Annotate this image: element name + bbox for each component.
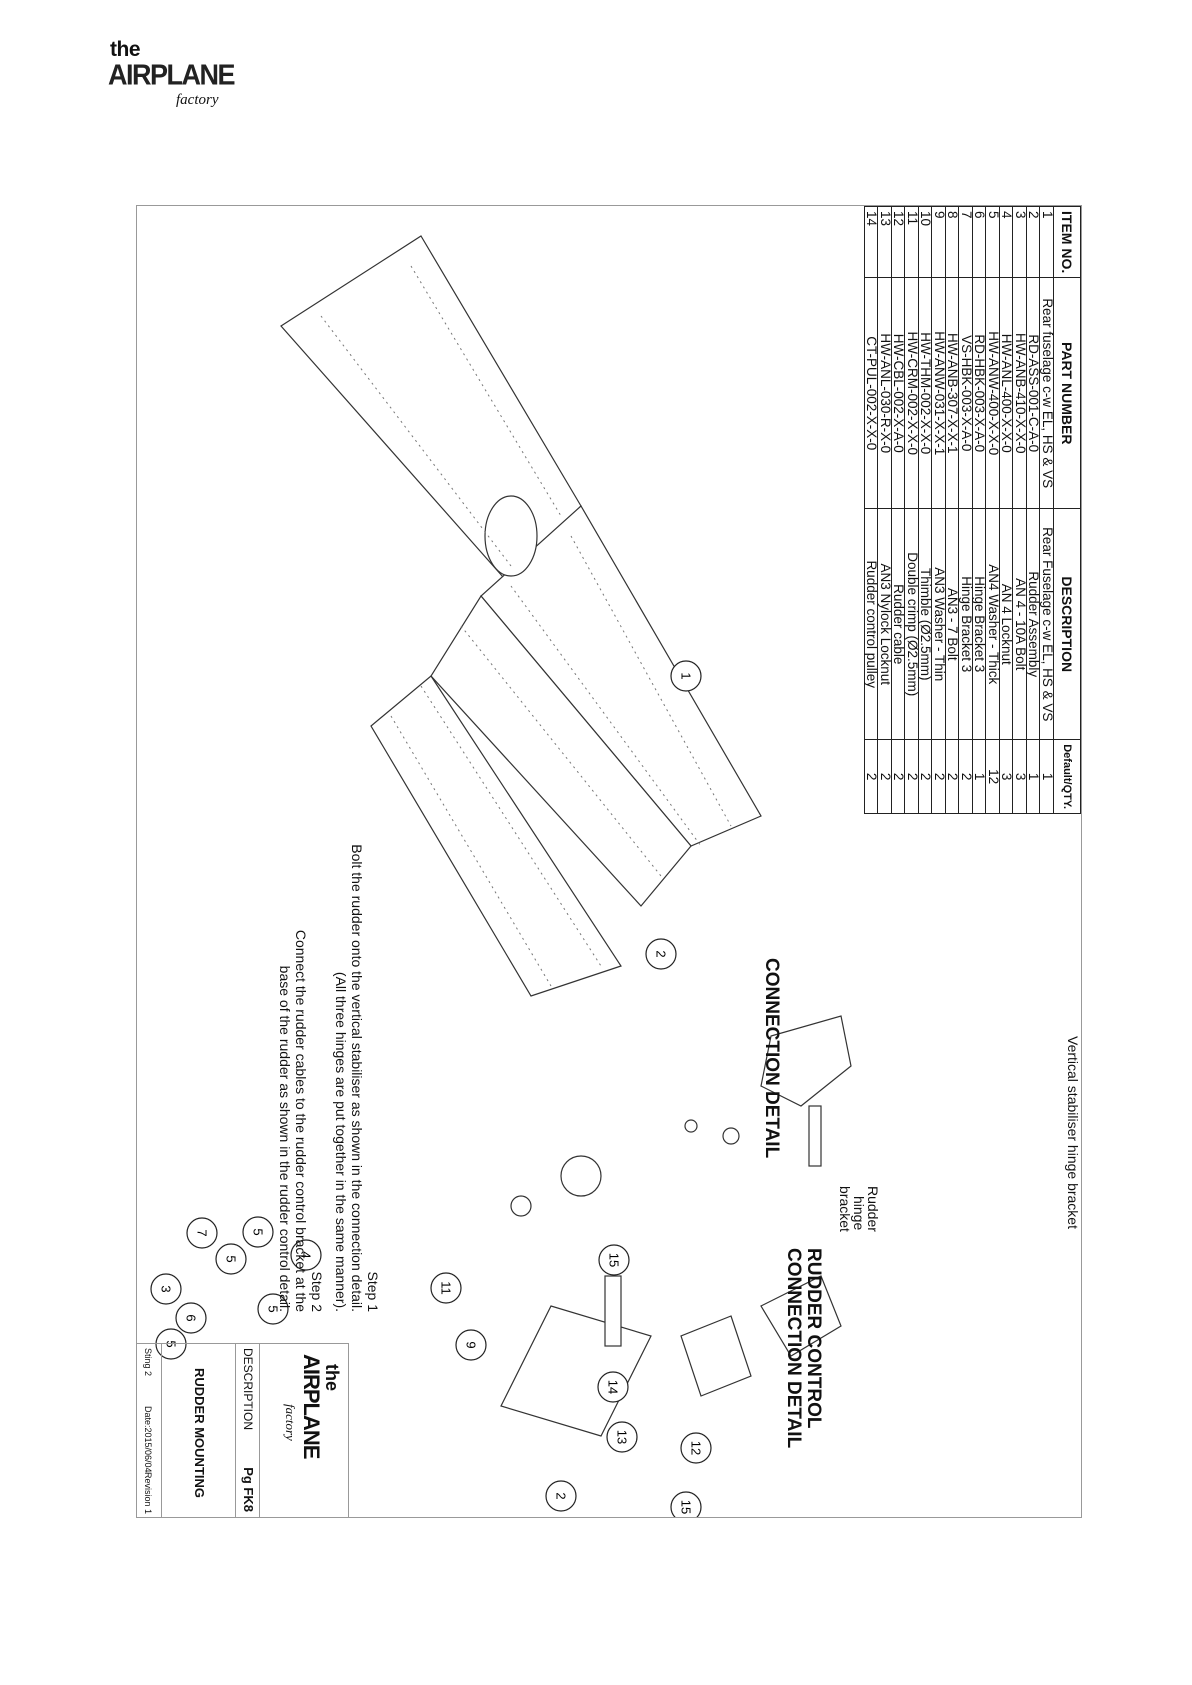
rudder-hinge-label-2: hinge — [851, 1196, 867, 1231]
item-balloon: 13 — [606, 1421, 638, 1453]
step2-title: Step 2 — [309, 1271, 325, 1312]
item-balloon-number: 14 — [606, 1380, 621, 1394]
item-balloon-number: 13 — [615, 1430, 630, 1444]
item-balloon-number: 5 — [224, 1255, 239, 1262]
step1-title: Step 1 — [365, 1271, 381, 1312]
item-balloon: 4 — [290, 1239, 322, 1271]
rudder-control-heading-2: CONNECTION DETAIL — [783, 1248, 804, 1449]
item-balloon-number: 1 — [679, 672, 694, 679]
item-balloon: 3 — [150, 1273, 182, 1305]
tb-logo-the: the — [322, 1364, 342, 1391]
item-balloon-number: 11 — [439, 1281, 454, 1295]
drawing-rotated: ITEM NO. PART NUMBER DESCRIPTION Default… — [135, 206, 1081, 1518]
item-balloon: 2 — [545, 1480, 577, 1512]
drawing-sheet: ITEM NO. PART NUMBER DESCRIPTION Default… — [135, 205, 1082, 1518]
item-balloon-number: 15 — [679, 1500, 694, 1514]
item-balloon-number: 3 — [159, 1285, 174, 1292]
item-balloon: 12 — [680, 1432, 712, 1464]
connection-detail-illustration — [500, 1015, 852, 1437]
item-balloon: 15 — [598, 1244, 630, 1276]
step2-line1: Connect the rudder cables to the rudder … — [293, 929, 309, 1312]
rudder-hinge-label-1: Rudder — [865, 1186, 881, 1232]
item-balloon: 9 — [455, 1329, 487, 1361]
vs-hinge-label: Vertical stabiliser hinge bracket — [1065, 1036, 1081, 1229]
logo-the: the — [110, 38, 141, 61]
rudder-hinge-label-3: bracket — [837, 1186, 853, 1232]
rudder-control-heading-1: RUDDER CONTROL — [803, 1248, 824, 1429]
step1-line2: (All three hinges are put together in th… — [333, 971, 349, 1312]
item-balloon: 5 — [257, 1293, 289, 1325]
company-logo: the AIRPLANE factory — [108, 38, 278, 118]
item-balloon: 6 — [175, 1302, 207, 1334]
tb-page: Pg FK8 — [241, 1467, 256, 1512]
item-balloon-number: 6 — [184, 1314, 199, 1321]
item-balloon-number: 7 — [195, 1229, 210, 1236]
item-balloon: 5 — [215, 1243, 247, 1275]
item-balloon: 2 — [645, 938, 677, 970]
logo-airplane: AIRPLANE — [108, 59, 236, 91]
item-balloon-number: 9 — [464, 1341, 479, 1348]
item-balloon: 7 — [186, 1217, 218, 1249]
title-block: the AIRPLANE factory DESCRIPTION Pg FK8 … — [135, 1343, 349, 1518]
tb-revision: Revision 1 — [143, 1471, 153, 1514]
tail-assembly-illustration — [280, 235, 762, 997]
tb-date: Date:2015/06/04 — [143, 1406, 153, 1473]
step2-line2: base of the rudder as shown in the rudde… — [277, 965, 293, 1312]
item-balloon-number: 4 — [299, 1251, 314, 1258]
item-balloon-number: 5 — [251, 1228, 266, 1235]
tb-logo-airplane: AIRPLANE — [299, 1354, 324, 1459]
item-balloon-number: 15 — [607, 1253, 622, 1267]
item-balloon: 14 — [597, 1371, 629, 1403]
item-balloon-number: 12 — [689, 1441, 704, 1455]
item-balloon: 5 — [155, 1328, 187, 1360]
logo-factory: factory — [176, 92, 219, 108]
item-balloon-number: 5 — [266, 1305, 281, 1312]
item-balloon: 11 — [430, 1272, 462, 1304]
connection-detail-heading: CONNECTION DETAIL — [761, 958, 782, 1159]
step1-line1: Bolt the rudder onto the vertical stabil… — [349, 844, 365, 1312]
tb-description-label: DESCRIPTION — [241, 1348, 255, 1431]
item-balloon-number: 2 — [554, 1492, 569, 1499]
item-balloon-number: 2 — [654, 950, 669, 957]
tb-sheet: Sting 2 — [143, 1348, 153, 1377]
item-balloon-number: 5 — [164, 1340, 179, 1347]
item-balloon: 15 — [670, 1491, 702, 1517]
item-balloon: 5 — [242, 1216, 274, 1248]
tb-logo-factory: factory — [283, 1404, 298, 1441]
tb-title: RUDDER MOUNTING — [192, 1368, 207, 1498]
item-balloon: 1 — [670, 660, 702, 692]
